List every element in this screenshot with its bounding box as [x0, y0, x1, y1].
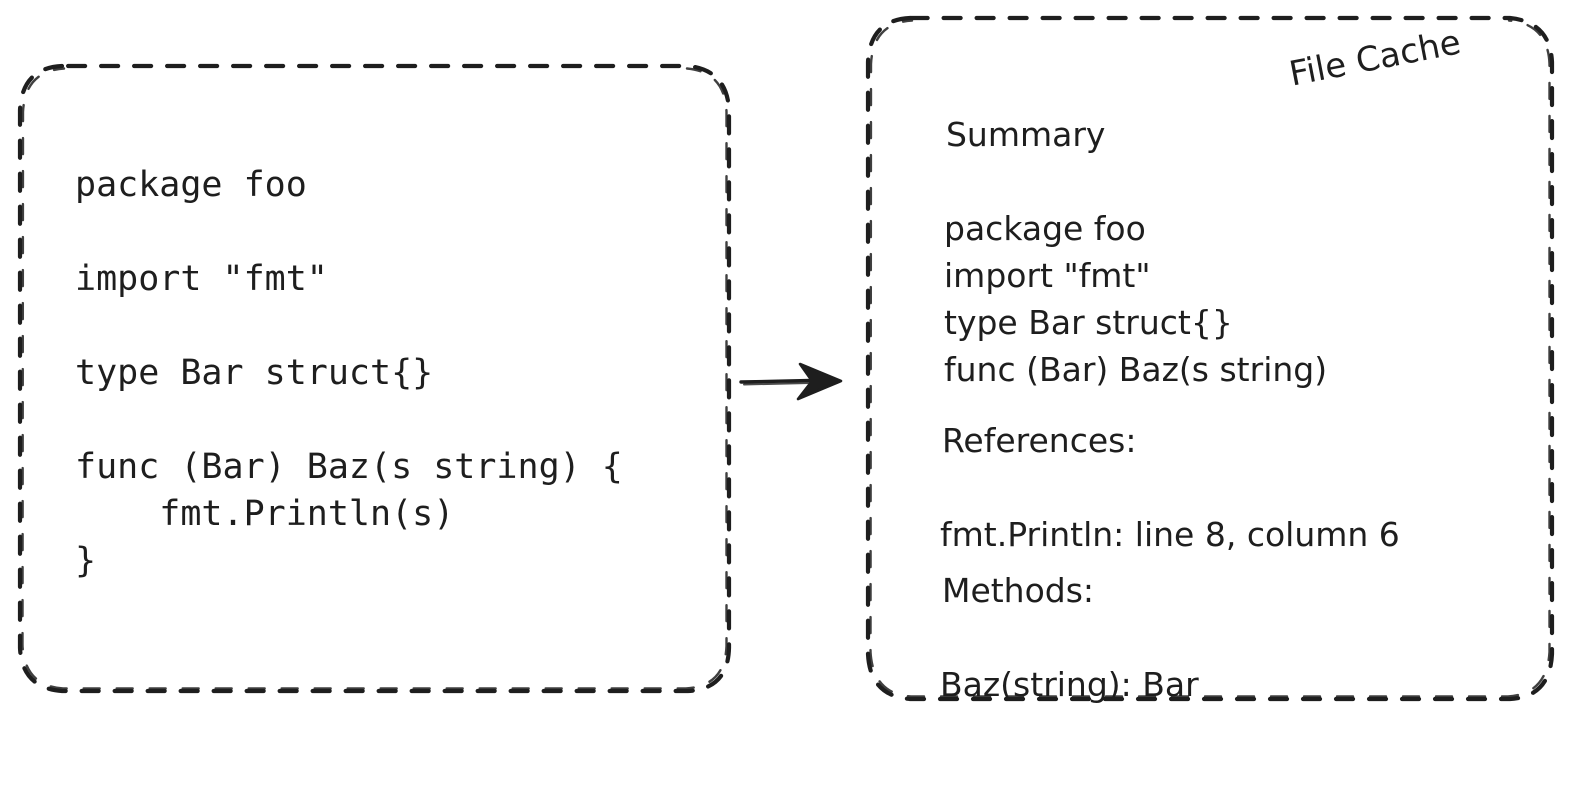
summary-section: Summary package foo import "fmt" type Ba…	[904, 64, 1327, 487]
methods-items: Baz(string): Bar	[940, 665, 1199, 704]
flow-arrow	[739, 362, 843, 401]
references-section: References: fmt.Println: line 8, column …	[900, 370, 1400, 652]
source-panel: package foo import "fmt" type Bar struct…	[18, 62, 730, 694]
references-items: fmt.Println: line 8, column 6	[940, 515, 1400, 554]
summary-heading: Summary	[945, 115, 1106, 154]
source-code-text: package foo import "fmt" type Bar struct…	[75, 165, 623, 581]
source-panel-border	[17, 63, 732, 694]
summary-items: package foo import "fmt" type Bar struct…	[944, 209, 1328, 389]
references-heading: References:	[941, 421, 1137, 460]
diagram-canvas	[17, 15, 1555, 702]
cache-panel-border	[865, 15, 1555, 702]
cache-panel: File Cache Summary package foo import "f…	[866, 14, 1556, 704]
methods-section: Methods: Baz(string): Bar	[900, 520, 1199, 802]
methods-heading: Methods:	[941, 571, 1095, 610]
